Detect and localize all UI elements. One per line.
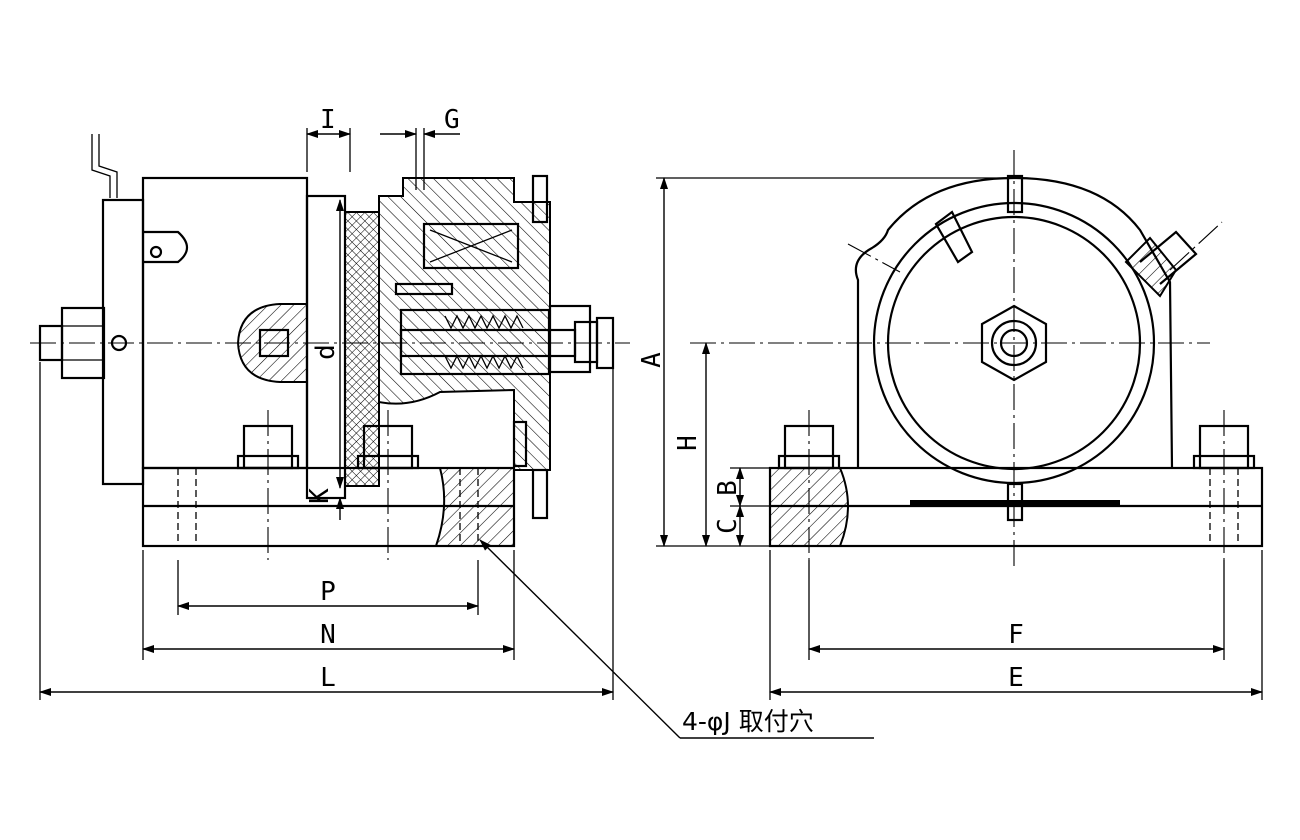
top-dowel bbox=[1006, 174, 1024, 214]
end-view bbox=[690, 150, 1264, 570]
coil bbox=[422, 222, 520, 270]
dim-label-G: G bbox=[444, 105, 460, 135]
pin bbox=[394, 282, 454, 296]
bracket-outline bbox=[854, 176, 1174, 469]
dim-label-I: I bbox=[320, 105, 336, 135]
dim-label-d: d bbox=[311, 344, 341, 360]
base-cut bbox=[434, 467, 515, 547]
dim-label-H: H bbox=[673, 435, 703, 451]
release-lever bbox=[91, 134, 118, 198]
friction-lining bbox=[344, 211, 380, 487]
name-plate bbox=[143, 230, 189, 264]
top-pin bbox=[531, 174, 549, 224]
dim-label-K: K bbox=[305, 488, 335, 504]
mounting-hole-note: 4-φJ 取付穴 bbox=[682, 707, 814, 736]
dim-label-L: L bbox=[320, 663, 336, 693]
right-nut-inner bbox=[573, 320, 599, 364]
dim-label-B: B bbox=[713, 480, 743, 496]
dim-label-C: C bbox=[713, 518, 743, 534]
center-hex-nut bbox=[980, 304, 1048, 382]
dim-label-P: P bbox=[320, 577, 336, 607]
end-cap bbox=[548, 304, 592, 374]
dimensions bbox=[39, 128, 1263, 739]
dim-label-A: A bbox=[637, 352, 667, 368]
plate-screw bbox=[149, 245, 163, 259]
bottom-pin bbox=[531, 468, 549, 520]
dim-label-N: N bbox=[320, 620, 336, 650]
back-plate bbox=[101, 198, 145, 486]
left-angled-pin bbox=[934, 210, 974, 264]
dim-label-F: F bbox=[1008, 620, 1024, 650]
gap-block bbox=[512, 420, 528, 468]
spring bbox=[444, 314, 524, 370]
right-grease-fitting bbox=[1124, 236, 1178, 298]
side-section-view bbox=[30, 134, 630, 560]
dim-label-E: E bbox=[1008, 663, 1024, 693]
